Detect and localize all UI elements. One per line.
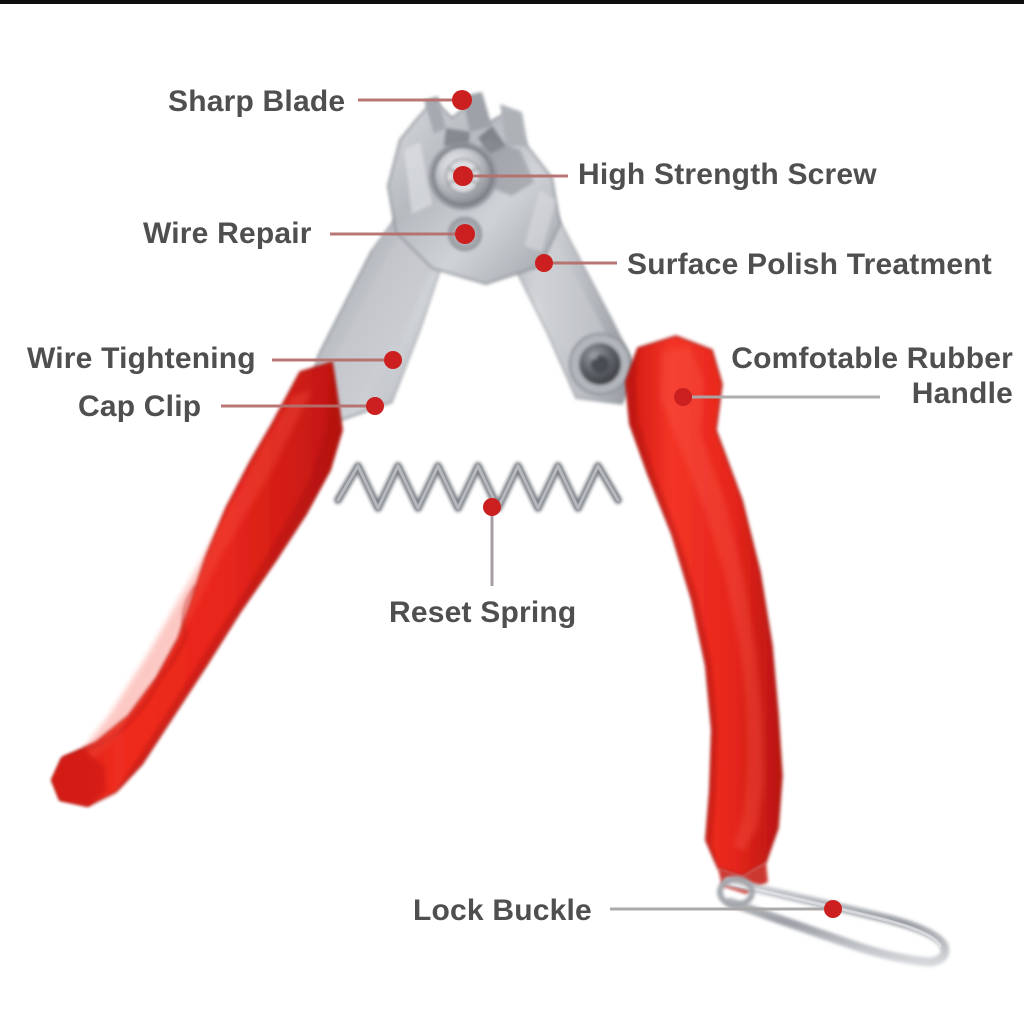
cutter-jaw-head xyxy=(386,92,562,286)
leader-dot-sharp-blade xyxy=(452,90,472,110)
lock-buckle xyxy=(717,876,950,967)
leader-dot-lock-buckle xyxy=(824,900,842,918)
callout-label-high-strength-screw: High Strength Screw xyxy=(578,158,877,191)
callout-label-rubber-handle-line1: Comfotable Rubber xyxy=(731,342,1013,375)
reset-spring xyxy=(334,462,622,512)
leader-lines xyxy=(221,98,880,911)
leader-dot-cap-clip xyxy=(366,397,384,415)
callout-label-wire-tightening: Wire Tightening xyxy=(27,342,256,375)
top-border-bar xyxy=(0,0,1024,4)
left-rubber-handle xyxy=(51,361,343,807)
callout-label-sharp-blade: Sharp Blade xyxy=(168,85,346,118)
callout-label-lock-buckle: Lock Buckle xyxy=(413,894,592,927)
callout-label-rubber-handle-line2: Handle xyxy=(911,377,1013,411)
leader-dot-rubber-handle xyxy=(674,388,692,406)
leader-dot-reset-spring xyxy=(483,498,501,516)
callout-label-comfotable-rubber-handle: Comfotable Rubber Handle xyxy=(713,341,1013,412)
lower-pivot-rivet xyxy=(569,333,631,395)
callout-label-reset-spring: Reset Spring xyxy=(389,596,577,629)
callout-label-cap-clip: Cap Clip xyxy=(78,390,202,423)
leader-dot-wire-tightening xyxy=(384,351,402,369)
leader-dot-wire-repair xyxy=(455,224,475,244)
callout-label-wire-repair: Wire Repair xyxy=(143,217,312,250)
leader-dot-high-strength-screw xyxy=(453,166,473,186)
leader-dot-surface-polish xyxy=(535,254,553,272)
leader-dots xyxy=(366,90,842,918)
callout-label-surface-polish-treatment: Surface Polish Treatment xyxy=(627,248,992,281)
right-rubber-handle xyxy=(625,335,783,894)
